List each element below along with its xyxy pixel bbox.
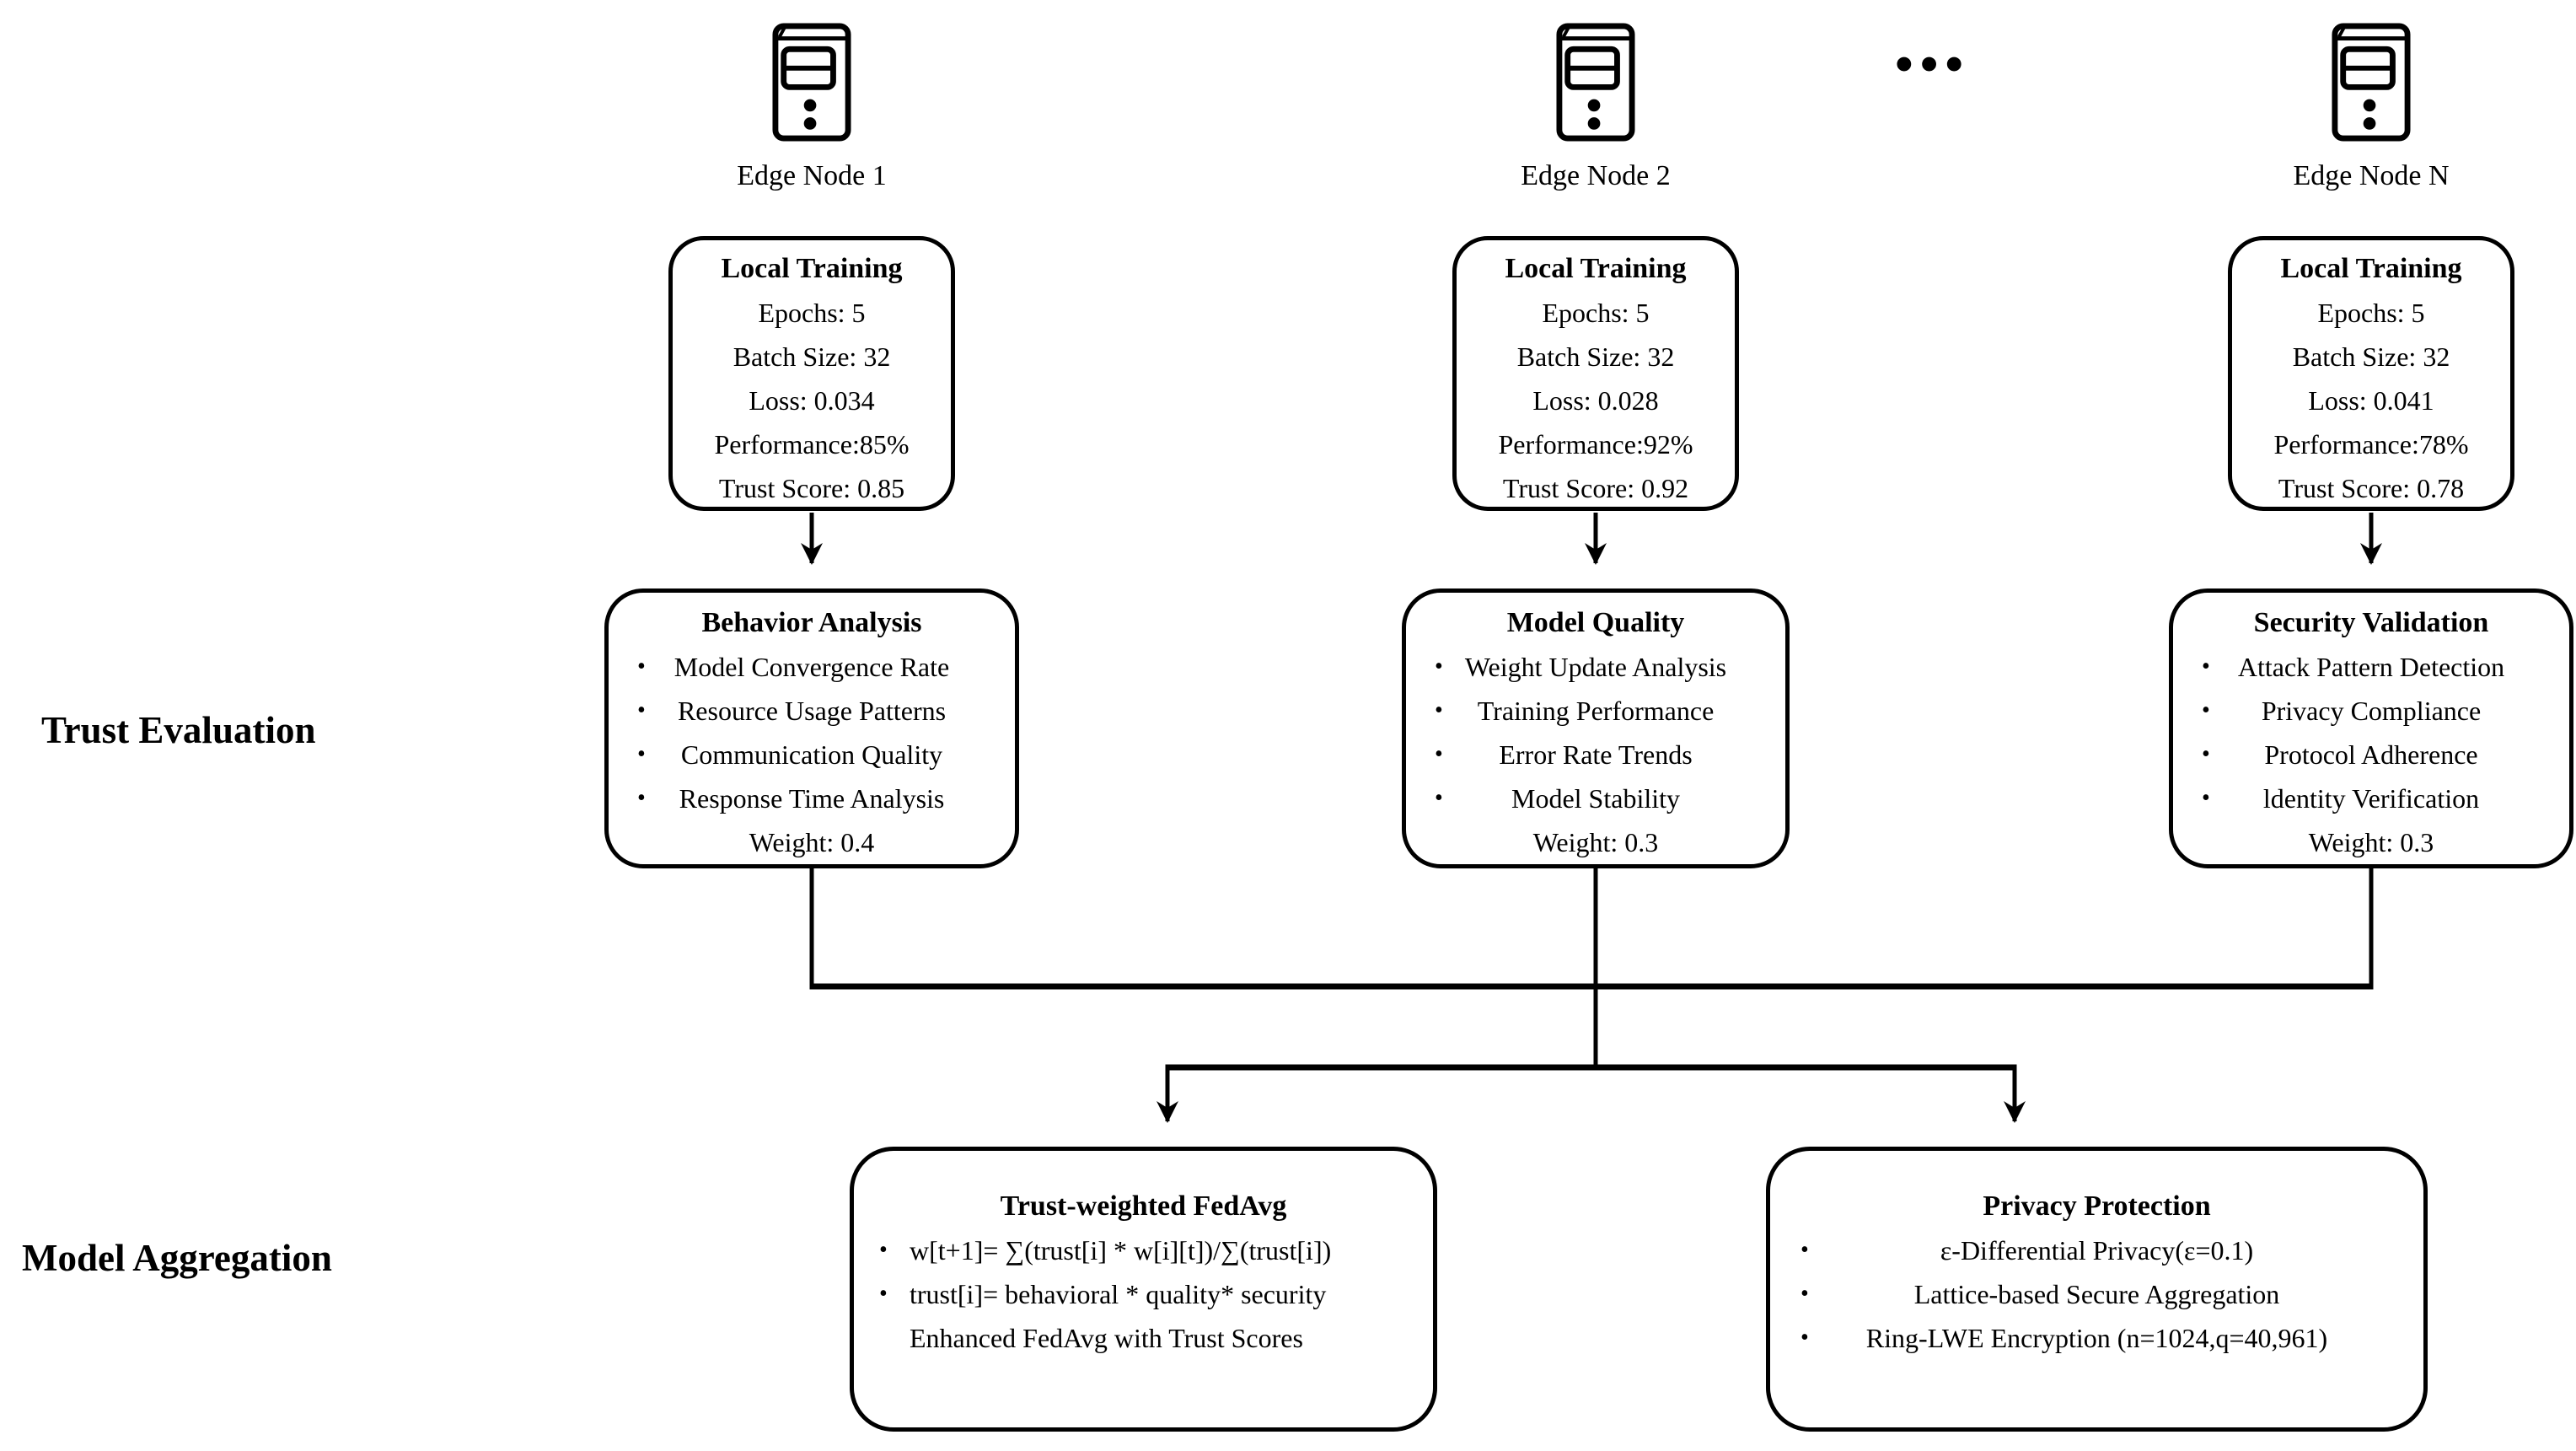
bullet-icon: • — [1435, 653, 1443, 680]
box-title: Privacy Protection — [1983, 1190, 2211, 1222]
bullet-icon: • — [2202, 785, 2210, 811]
box-title: Local Training — [721, 253, 903, 284]
list-item: • ε-Differential Privacy(ε=0.1) — [1770, 1228, 2423, 1272]
training-stat: Performance:92% — [1498, 429, 1693, 459]
local-training-box-1: Local Training Epochs: 5 Batch Size: 32 … — [668, 236, 955, 511]
edge-node-2-label: Edge Node 2 — [1521, 160, 1671, 191]
weight-line: Weight: 0.3 — [2308, 827, 2434, 857]
model-quality-box: Model Quality • Weight Update Analysis • T… — [1402, 588, 1790, 868]
bullet-icon: • — [1801, 1237, 1809, 1263]
list-item-text: Training Performance — [1477, 696, 1715, 726]
bullet-icon: • — [1435, 697, 1443, 723]
list-item-text: Attack Pattern Detection — [2237, 652, 2505, 682]
box-title: Behavior Analysis — [701, 607, 922, 638]
server-icon — [772, 23, 851, 142]
server-icon — [1556, 23, 1635, 142]
list-item: • Error Rate Trends — [1406, 733, 1785, 777]
training-stat: Epochs: 5 — [758, 298, 866, 328]
security-validation-box: Security Validation • Attack Pattern Dete… — [2169, 588, 2573, 868]
list-item: • Training Performance — [1406, 689, 1785, 733]
bullet-icon: • — [2202, 741, 2210, 767]
local-training-box-n: Local Training Epochs: 5 Batch Size: 32 … — [2228, 236, 2514, 511]
model-aggregation-label: Model Aggregation — [22, 1237, 332, 1279]
box-title: Security Validation — [2253, 607, 2489, 638]
list-item-text: Response Time Analysis — [679, 783, 945, 814]
box-title: Model Quality — [1506, 607, 1685, 638]
list-item-text: Error Rate Trends — [1499, 739, 1693, 770]
list-item: • Protocol Adherence — [2173, 733, 2569, 777]
privacy-protection-box: Privacy Protection • ε-Differential Priva… — [1766, 1147, 2428, 1432]
bullet-icon: • — [1435, 741, 1443, 767]
training-stat: Batch Size: 32 — [1516, 341, 1675, 372]
bullet-icon: • — [2202, 697, 2210, 723]
list-item: • Model Convergence Rate — [609, 645, 1015, 689]
list-item-text: Protocol Adherence — [2264, 739, 2478, 770]
list-item: • trust[i]= behavioral * quality* securit… — [854, 1272, 1433, 1316]
list-item: • Communication Quality — [609, 733, 1015, 777]
list-item-text: w[t+1]= ∑(trust[i] * w[i][t])/∑(trust[i]… — [910, 1235, 1332, 1266]
training-stat: Performance:78% — [2273, 429, 2469, 459]
bullet-icon: • — [637, 697, 646, 723]
list-item: • Response Time Analysis — [609, 777, 1015, 820]
bullet-icon: • — [637, 741, 646, 767]
training-stat: Loss: 0.041 — [2308, 385, 2434, 416]
list-item-text: Communication Quality — [680, 739, 943, 770]
list-item: • Lattice-based Secure Aggregation — [1770, 1272, 2423, 1316]
bullet-icon: • — [1435, 785, 1443, 811]
footer-line: Enhanced FedAvg with Trust Scores — [910, 1323, 1303, 1353]
training-stat: Loss: 0.034 — [749, 385, 875, 416]
list-item-text: Resource Usage Patterns — [677, 696, 947, 726]
bullet-icon: • — [1801, 1281, 1809, 1307]
list-item: • Ring-LWE Encryption (n=1024,q=40,961) — [1770, 1316, 2423, 1360]
training-stat: Trust Score: 0.92 — [1502, 473, 1689, 503]
bullet-icon: • — [637, 653, 646, 680]
box-title: Local Training — [1505, 253, 1687, 284]
trust-weighted-fedavg-box: Trust-weighted FedAvg • w[t+1]= ∑(trust[i… — [850, 1147, 1437, 1432]
training-stat: Epochs: 5 — [2317, 298, 2425, 328]
list-item: • Weight Update Analysis — [1406, 645, 1785, 689]
local-training-box-2: Local Training Epochs: 5 Batch Size: 32 … — [1452, 236, 1739, 511]
training-stat: Epochs: 5 — [1542, 298, 1650, 328]
list-item-text: Lattice-based Secure Aggregation — [1913, 1279, 2280, 1309]
list-item: • w[t+1]= ∑(trust[i] * w[i][t])/∑(trust[i… — [854, 1228, 1433, 1272]
bullet-icon: • — [879, 1281, 888, 1307]
edge-node-n-label: Edge Node N — [2293, 160, 2450, 191]
list-item: • ldentity Verification — [2173, 777, 2569, 820]
bullet-icon: • — [2202, 653, 2210, 680]
list-item-text: Ring-LWE Encryption (n=1024,q=40,961) — [1865, 1323, 2328, 1353]
list-item-text: Weight Update Analysis — [1464, 652, 1727, 682]
server-icon — [2332, 23, 2411, 142]
weight-line: Weight: 0.3 — [1532, 827, 1659, 857]
box-title: Local Training — [2280, 253, 2462, 284]
weight-line: Weight: 0.4 — [749, 827, 875, 857]
list-item: • Privacy Compliance — [2173, 689, 2569, 733]
trust-evaluation-label: Trust Evaluation — [41, 709, 316, 751]
list-item-text: ε-Differential Privacy(ε=0.1) — [1940, 1235, 2254, 1266]
bullet-icon: • — [1801, 1325, 1809, 1351]
list-item: • Resource Usage Patterns — [609, 689, 1015, 733]
behavior-analysis-box: Behavior Analysis • Model Convergence Rat… — [604, 588, 1019, 868]
bullet-icon: • — [879, 1237, 888, 1263]
list-item-text: Model Stability — [1511, 783, 1680, 814]
list-item-text: Model Convergence Rate — [674, 652, 950, 682]
box-title: Trust-weighted FedAvg — [1000, 1190, 1287, 1222]
training-stat: Trust Score: 0.85 — [718, 473, 905, 503]
training-stat: Performance:85% — [714, 429, 910, 459]
list-item: • Attack Pattern Detection — [2173, 645, 2569, 689]
training-stat: Batch Size: 32 — [733, 341, 891, 372]
training-stat: Trust Score: 0.78 — [2278, 473, 2465, 503]
training-stat: Batch Size: 32 — [2292, 341, 2450, 372]
list-item-text: ldentity Verification — [2262, 783, 2480, 814]
list-item: • Model Stability — [1406, 777, 1785, 820]
training-stat: Loss: 0.028 — [1532, 385, 1659, 416]
list-item-text: trust[i]= behavioral * quality* security — [910, 1279, 1327, 1309]
ellipsis-dots: ••• — [1895, 36, 1971, 94]
list-item-text: Privacy Compliance — [2261, 696, 2482, 726]
edge-node-1-label: Edge Node 1 — [737, 160, 887, 191]
bullet-icon: • — [637, 785, 646, 811]
